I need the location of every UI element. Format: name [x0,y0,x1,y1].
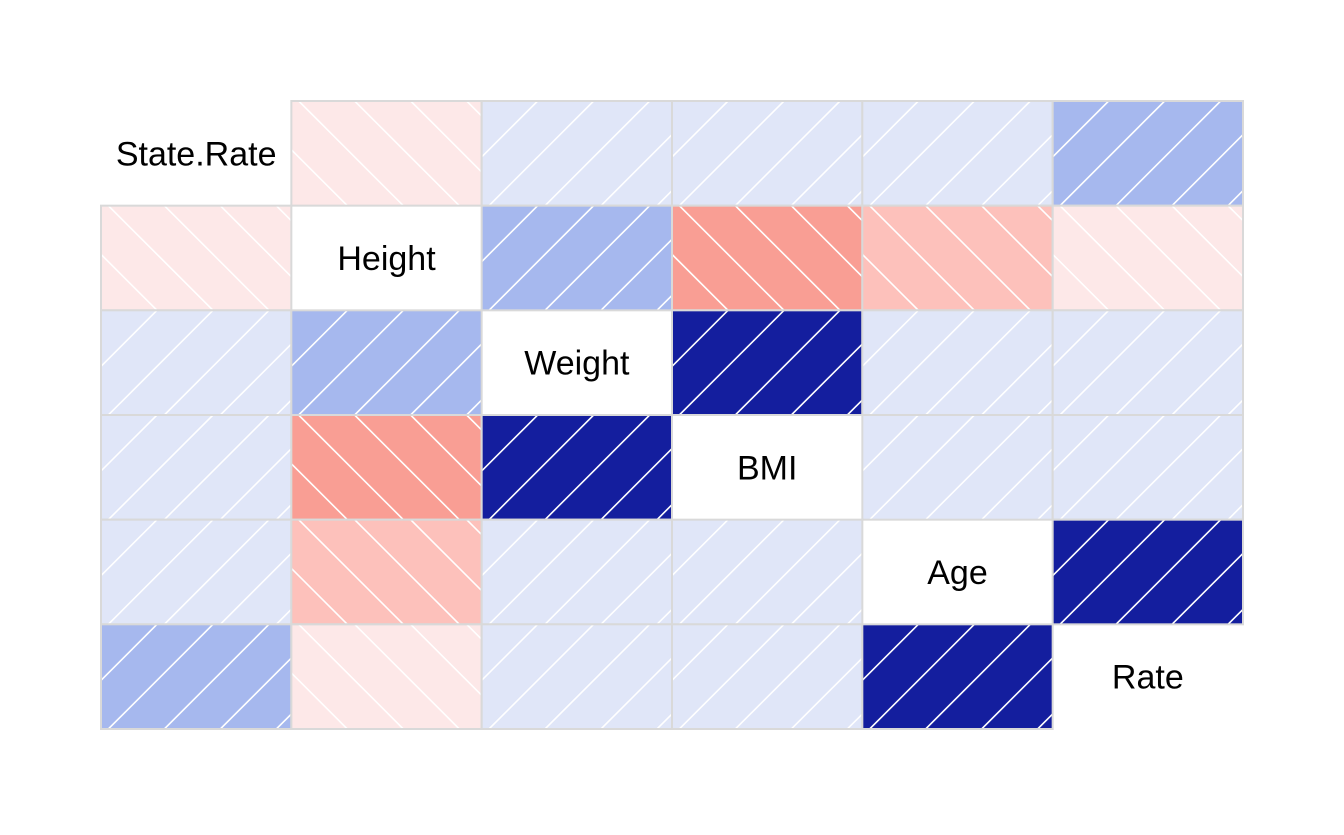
correlation-cell-age-bmi [671,518,864,626]
correlation-cell-weight-rate [1051,309,1244,417]
correlation-cell-rate-height [290,623,483,730]
cell-fill [1052,519,1243,625]
cell-fill [672,310,863,415]
cell-fill [862,101,1053,206]
cell-hatch [101,519,292,625]
cell-hatch [862,415,1053,520]
correlation-cell-state-rate-rate [1051,100,1244,207]
correlation-cell-bmi-height [290,414,483,521]
variable-label-bmi: BMI [737,449,797,487]
cell-hatch [101,624,292,729]
cell-hatch [481,205,672,311]
correlation-cell-rate-state-rate [100,623,293,730]
cell-fill [862,310,1053,415]
variable-label-height: Height [337,240,436,278]
cell-hatch [862,624,1053,729]
cell-hatch [672,205,863,311]
cell-fill [291,624,482,729]
correlogram-cells [100,100,1244,730]
cell-fill [1052,205,1243,311]
cell-fill [101,415,292,520]
cell-hatch [672,624,863,729]
cell-fill [672,205,863,311]
cell-fill [481,624,672,729]
cell-fill [481,101,672,206]
cell-fill [1052,310,1243,415]
cell-hatch [1052,415,1243,520]
cell-fill [101,624,292,729]
correlation-cell-height-bmi [671,204,864,312]
cell-fill [291,519,482,625]
correlation-cell-rate-weight [480,623,673,730]
cell-fill [1052,415,1243,520]
correlation-cell-weight-bmi [671,309,864,417]
cell-fill [672,624,863,729]
cell-hatch [862,205,1053,311]
cell-fill [862,205,1053,311]
cell-hatch [291,415,482,520]
variable-label-age: Age [927,554,988,592]
cell-hatch [1052,205,1243,311]
cell-fill [672,519,863,625]
cell-fill [101,519,292,625]
cell-hatch [672,101,863,206]
correlation-cell-state-rate-height [290,100,483,207]
cell-fill [862,415,1053,520]
cell-hatch [101,205,292,311]
correlation-cell-weight-age [861,309,1054,417]
cell-hatch [291,624,482,729]
cell-fill [291,101,482,206]
cell-fill [481,205,672,311]
variable-label-rate: Rate [1112,659,1184,697]
cell-fill [101,310,292,415]
correlation-cell-height-weight [480,204,673,312]
correlation-cell-rate-age [861,623,1054,730]
cell-fill [291,310,482,415]
correlation-cell-height-rate [1051,204,1244,312]
cell-fill [1052,101,1243,206]
variable-label-state-rate: State.Rate [116,135,277,173]
cell-hatch [1052,310,1243,416]
cell-hatch [101,415,292,520]
cell-hatch [1052,101,1243,206]
cell-fill [101,205,292,311]
cell-hatch [1052,519,1243,625]
cell-hatch [672,310,863,416]
cell-fill [481,519,672,625]
cell-hatch [291,101,482,206]
cell-hatch [862,310,1053,416]
cell-fill [291,415,482,520]
correlation-cell-weight-height [290,309,483,417]
correlation-cell-height-state-rate [100,204,293,312]
cell-fill [862,624,1053,729]
correlation-cell-bmi-age [861,414,1054,521]
cell-hatch [481,415,672,520]
variable-label-weight: Weight [524,345,630,383]
cell-hatch [481,519,672,625]
correlation-cell-rate-bmi [671,623,864,730]
cell-border [1051,518,1244,626]
cell-hatch [672,519,863,625]
cell-hatch [291,519,482,625]
cell-border [861,623,1054,730]
cell-hatch [862,101,1053,206]
cell-hatch [101,310,292,416]
cell-fill [481,415,672,520]
cell-hatch [481,101,672,206]
cell-hatch [481,624,672,729]
cell-hatch [291,310,482,416]
correlation-cell-state-rate-weight [480,100,673,207]
cell-fill [672,101,863,206]
correlation-cell-age-rate [1051,518,1244,626]
